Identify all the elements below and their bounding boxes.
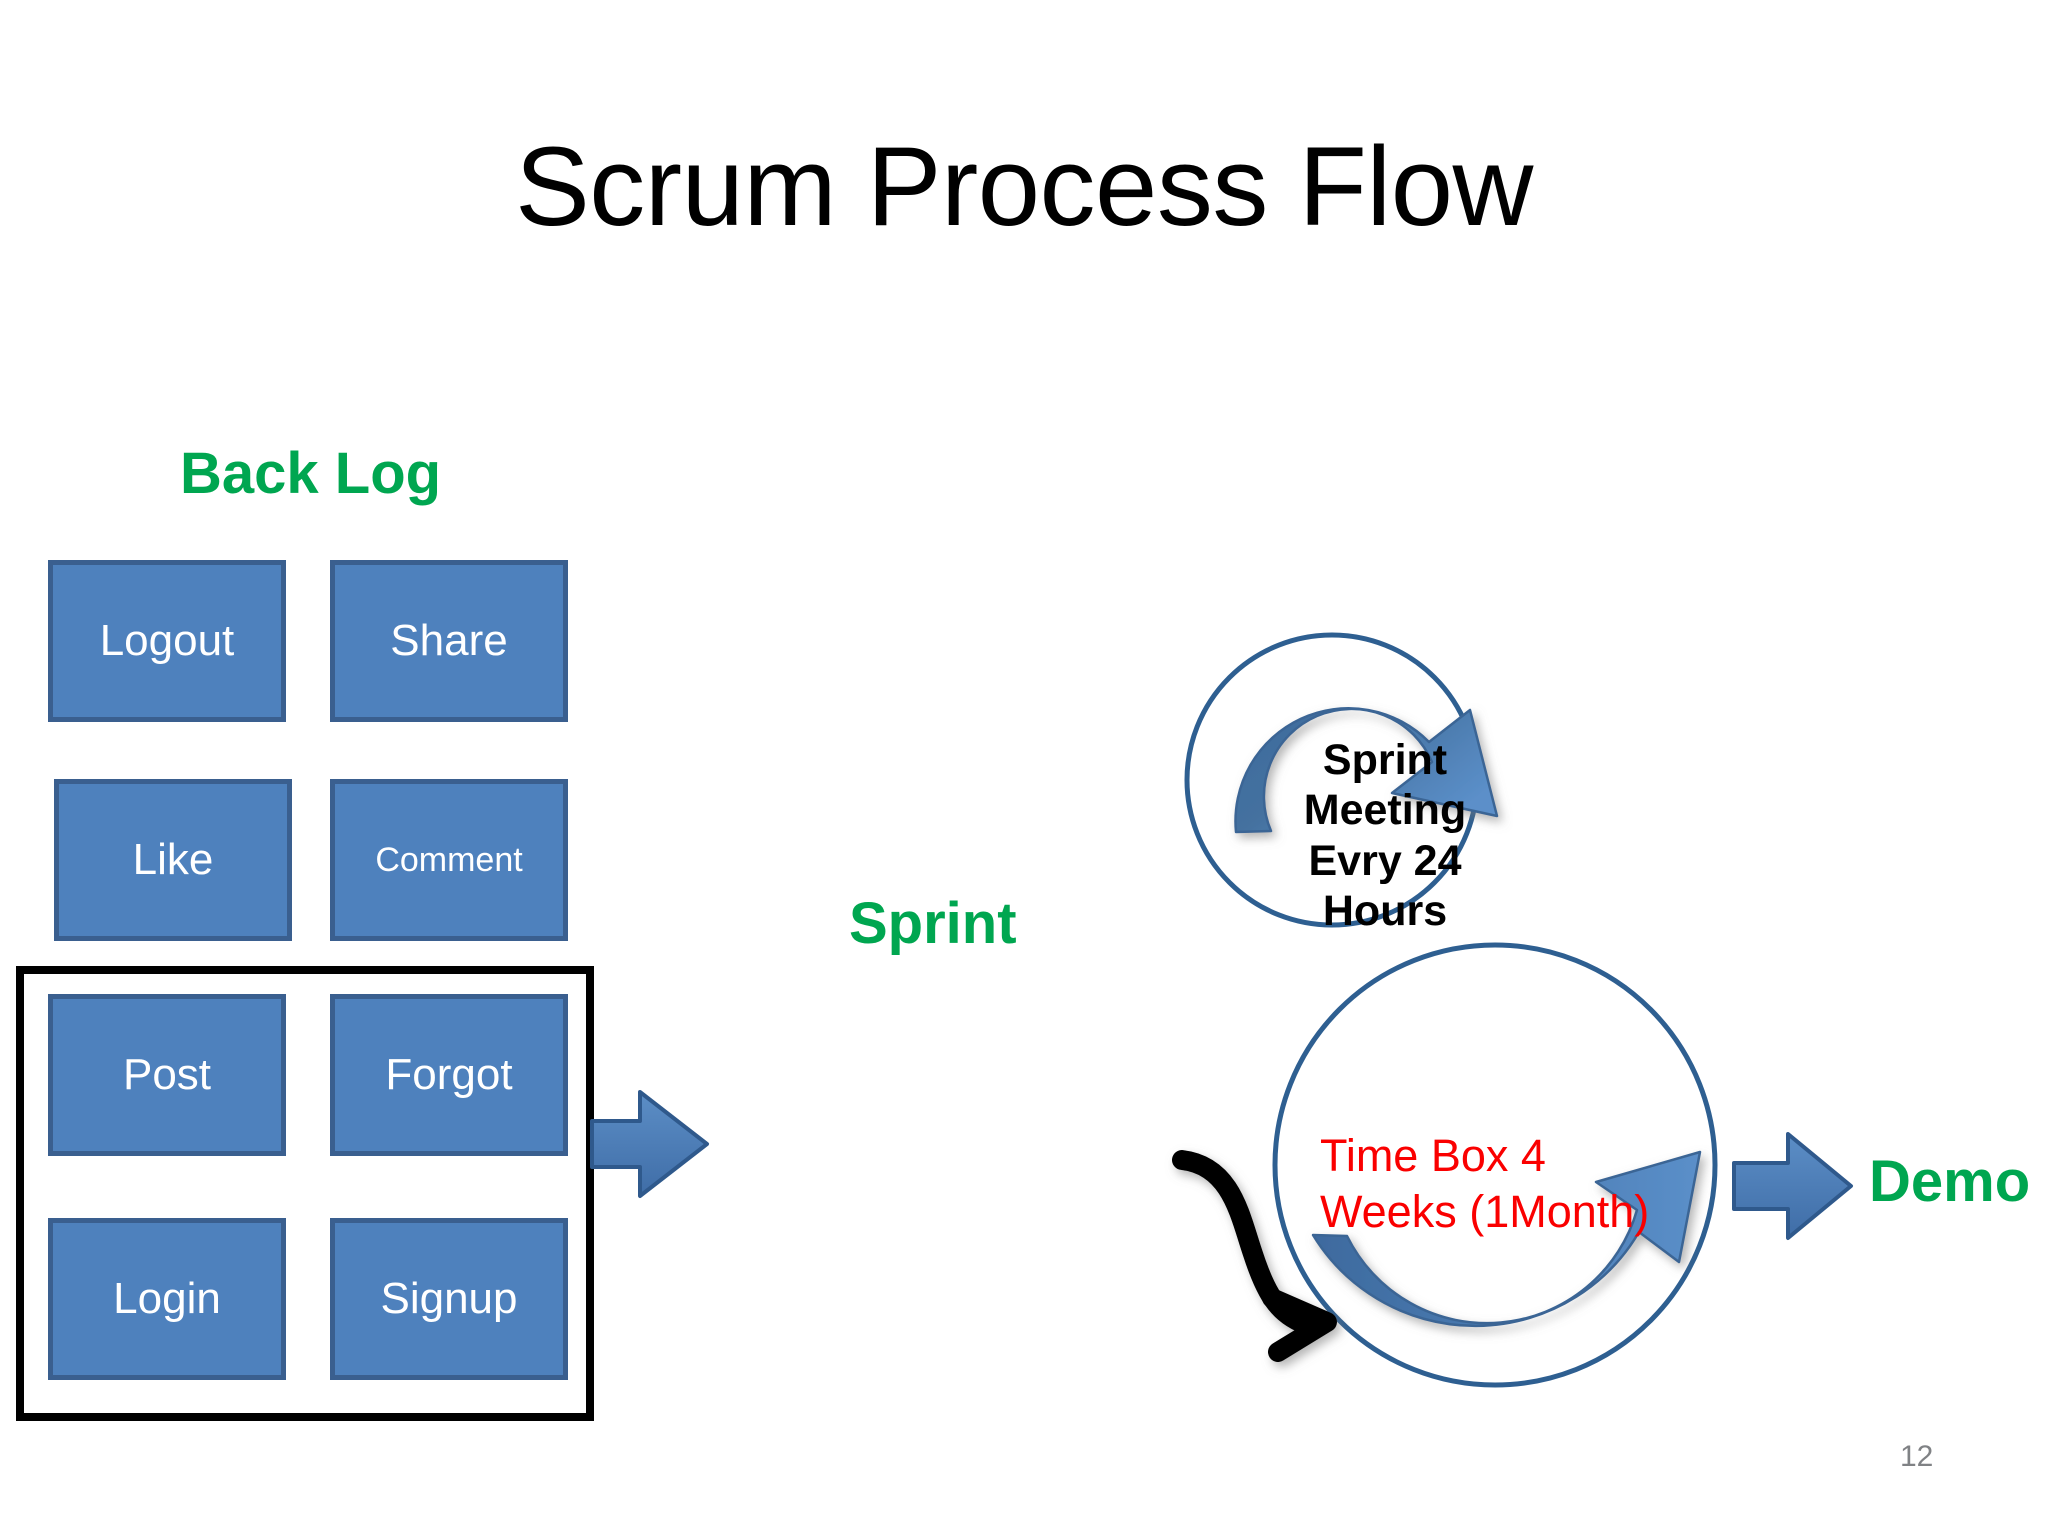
daily-meeting-line-2: Meeting (1303, 786, 1467, 835)
backlog-item-forgot[interactable]: Forgot (330, 994, 568, 1156)
page-title: Scrum Process Flow (515, 124, 1533, 249)
backlog-item-post[interactable]: Post (48, 994, 286, 1156)
backlog-item-comment[interactable]: Comment (330, 779, 568, 941)
timebox-text: Time Box 4 Weeks (1Month) (1320, 1128, 1720, 1241)
timebox-line-2: Weeks (1Month) (1320, 1186, 1650, 1238)
backlog-item-like[interactable]: Like (54, 779, 292, 941)
demo-section-label: Demo (1869, 1149, 2031, 1214)
backlog-section-label: Back Log (180, 441, 442, 506)
timebox-line-1: Time Box 4 (1320, 1130, 1546, 1181)
daily-meeting-line-4: Hours (1322, 886, 1448, 935)
daily-meeting-text: Sprint Meeting Evry 24 Hours (1265, 735, 1505, 936)
backlog-to-sprint-arrow (590, 1090, 709, 1198)
inbound-curved-arrow-icon (1172, 1150, 1337, 1362)
backlog-item-login[interactable]: Login (48, 1218, 286, 1380)
backlog-item-signup[interactable]: Signup (330, 1218, 568, 1380)
backlog-item-share[interactable]: Share (330, 560, 568, 722)
sprint-to-demo-arrow (1732, 1132, 1853, 1240)
sprint-section-label: Sprint (849, 891, 1017, 956)
backlog-item-logout[interactable]: Logout (48, 560, 286, 722)
slide-number: 12 (1900, 1440, 1934, 1473)
daily-meeting-line-3: Evry 24 (1308, 836, 1462, 885)
daily-meeting-line-1: Sprint (1322, 736, 1448, 784)
